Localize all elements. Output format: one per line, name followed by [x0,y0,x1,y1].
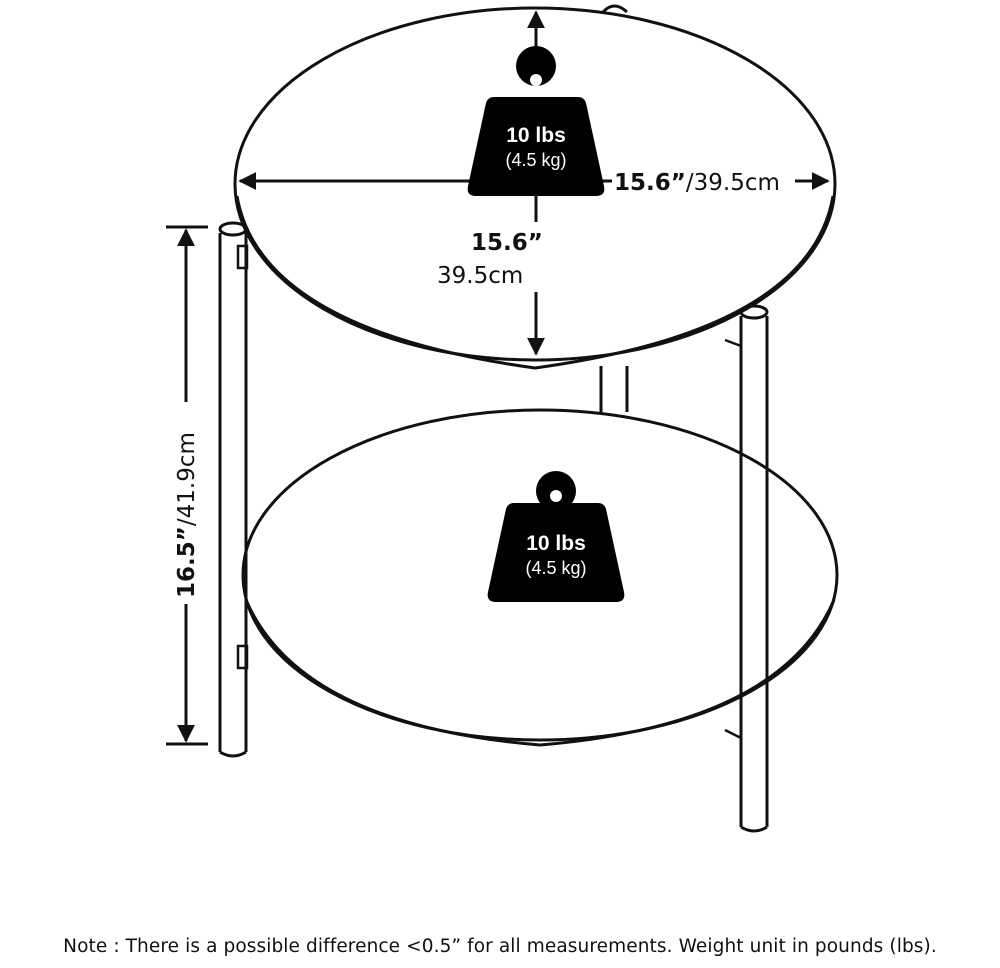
height-dimension-arrow [166,225,208,746]
width-cm: /39.5cm [686,170,780,196]
height-inches: 16.5” [174,526,200,598]
top-weight: 10 lbs (4.5 kg) [467,46,605,196]
right-leg [724,304,769,833]
top-weight-lbs: 10 lbs [506,124,566,147]
depth-inches: 15.6” [471,230,543,256]
height-label: 16.5”/41.9cm [174,432,200,598]
bottom-weight: 10 lbs (4.5 kg) [487,471,625,602]
bottom-weight-lbs: 10 lbs [526,532,586,555]
top-weight-kg: (4.5 kg) [505,150,566,170]
width-inches: 15.6” [614,170,686,196]
left-leg [218,221,249,758]
kettlebell-weight-icon [487,471,625,602]
kettlebell-weight-icon [467,46,605,196]
measurement-note: Note : There is a possible difference <0… [63,936,937,957]
width-label: 15.6”/39.5cm [614,170,780,196]
top-shelf [233,6,837,370]
bottom-shelf [241,408,839,747]
height-cm: /41.9cm [174,432,200,526]
bottom-weight-kg: (4.5 kg) [525,558,586,578]
back-leg [599,4,629,412]
depth-cm: 39.5cm [437,263,523,289]
